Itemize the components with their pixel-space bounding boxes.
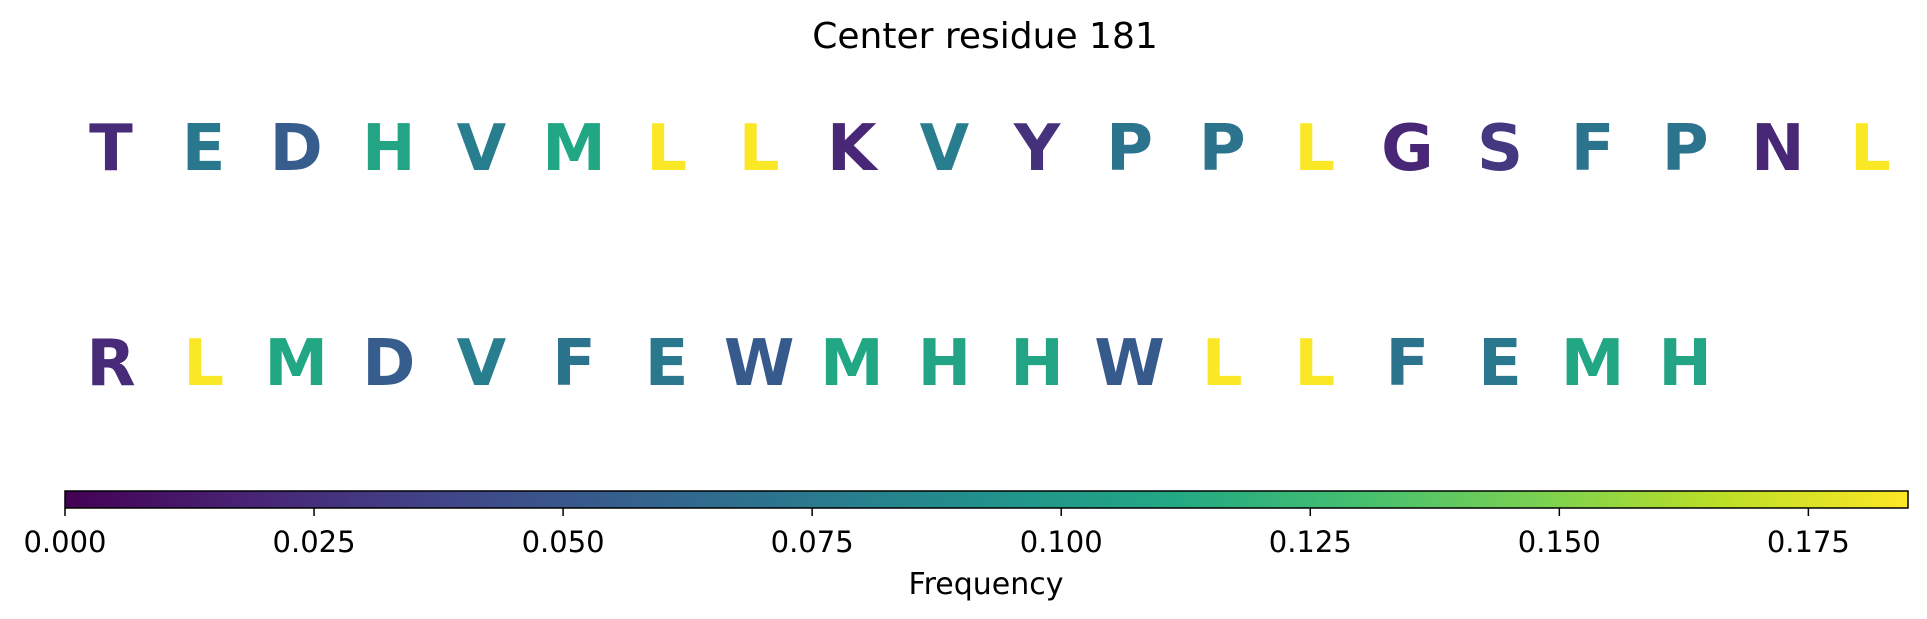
residue-letter: M [1561,327,1625,401]
residue-letter: P [1662,112,1709,186]
residue-letter: E [1478,327,1522,401]
chart-title: Center residue 181 [812,16,1158,57]
residue-letter: L [739,112,780,186]
residue-letter: G [1381,112,1434,186]
residue-letter: H [918,327,972,401]
colorbar-label: Frequency [909,567,1064,602]
colorbar-tick-label: 0.150 [1518,525,1601,559]
residue-letter: P [1106,112,1153,186]
residue-letter: V [457,327,507,401]
residue-letter: D [362,327,415,401]
residue-letter: L [1294,327,1335,401]
colorbar-ticks: 0.000 0.025 0.050 0.075 0.100 0.125 0.150 0.175 [23,508,1850,559]
residue-letter: L [1202,327,1243,401]
residue-letter: H [1010,327,1064,401]
residue-letter: M [820,327,884,401]
residue-letter: H [362,112,416,186]
colorbar-tick-label: 0.175 [1767,525,1850,559]
residue-letter: M [264,327,328,401]
residue-letter: F [1571,112,1615,186]
colorbar-tick-label: 0.125 [1269,525,1352,559]
residue-letter: V [457,112,507,186]
colorbar-tick-label: 0.025 [273,525,356,559]
residue-letter: H [1658,327,1712,401]
residue-letter: L [183,327,224,401]
residue-letter: L [646,112,687,186]
residue-letter: T [89,112,133,186]
residue-letter: E [182,112,226,186]
colorbar-tick-label: 0.075 [771,525,854,559]
colorbar-tick-label: 0.100 [1020,525,1103,559]
residue-letter: W [1094,327,1165,401]
residue-letter: S [1477,112,1523,186]
residue-letter: L [1294,112,1335,186]
residue-letter: R [86,327,135,401]
residue-letter: N [1751,112,1805,186]
residue-letter: K [827,112,879,186]
residue-letter: D [270,112,323,186]
residue-letter: E [645,327,689,401]
residue-letter: P [1199,112,1246,186]
residue-letter: L [1850,112,1891,186]
colorbar-tick-label: 0.050 [522,525,605,559]
residue-letter: F [1386,327,1430,401]
residue-letter: F [552,327,596,401]
colorbar [64,490,1909,509]
residue-letter: W [724,327,795,401]
colorbar-tick-label: 0.000 [23,525,106,559]
residue-letter: M [542,112,606,186]
residue-letter: Y [1013,112,1061,186]
residue-letter: V [920,112,970,186]
